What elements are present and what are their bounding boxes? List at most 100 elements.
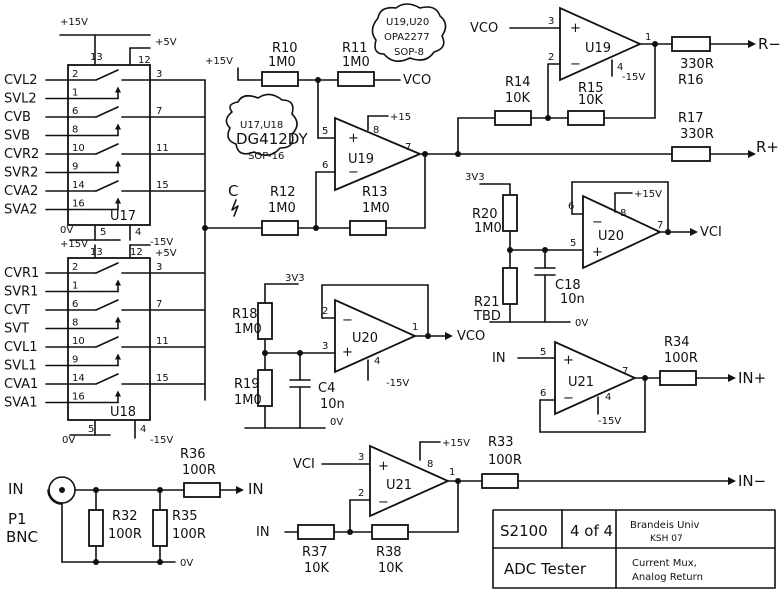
out-pin-number: 15: [156, 180, 169, 191]
r33-val: 100R: [488, 453, 522, 468]
r17: [671, 146, 711, 162]
out-pin-number: 7: [156, 299, 162, 310]
u17-name: U17: [110, 209, 136, 224]
r16-ref: R16: [678, 73, 704, 88]
r18-val: 1M0: [234, 322, 262, 337]
u21b-vplus-pin: +15V: [442, 438, 470, 449]
u20b-rail-label: 3V3: [285, 273, 305, 284]
u20a-plus: +: [592, 245, 603, 260]
u19b-plus: +: [348, 131, 359, 146]
r12-val: 1M0: [268, 201, 296, 216]
title-org: Brandeis Univ: [630, 520, 700, 531]
pin-number: 9: [72, 162, 78, 173]
u21b-pin3: 3: [358, 452, 364, 463]
u19a-minus: −: [570, 57, 581, 72]
u21a-plus: +: [563, 353, 574, 368]
title-author: KSH 07: [650, 534, 683, 544]
bnc-input: IN P1 BNC 0V R32 100R R35 100R R36 100R …: [6, 447, 264, 569]
u19a-pin4: 4: [617, 62, 623, 73]
u17-u18-note: U17,U18 DG412DY SOP-16: [225, 93, 309, 162]
u19a-plus: +: [570, 21, 581, 36]
u20a-pin7: 7: [657, 220, 663, 231]
r11-ref: R11: [342, 41, 368, 56]
pin-number: 2: [72, 262, 78, 273]
channel-label: CVR2: [4, 147, 39, 162]
u17-vl-label: +5V: [155, 37, 177, 48]
channel-label: CVL2: [4, 73, 37, 88]
r13-ref: R13: [362, 185, 388, 200]
r11-vco-net: VCO: [403, 73, 431, 88]
out-in-minus: IN−: [738, 472, 766, 490]
channel-label: SVB: [4, 129, 30, 144]
pin-number: 8: [72, 318, 78, 329]
channel-label: CVB: [4, 110, 31, 125]
u19a-body: [559, 6, 643, 82]
u19-note: U19,U20 OPA2277 SOP-8: [371, 3, 447, 62]
u20b-minus: −: [342, 313, 353, 328]
channel-label: SVT: [4, 322, 29, 337]
channel-label: SVA2: [4, 203, 37, 218]
u21b-vci-net: VCI: [293, 457, 315, 472]
u19b-vplus-label: +15V: [205, 56, 233, 67]
u21-in-minus-amp: VCI + − U21 3 2 8 1 +15V IN R37 10K R38 …: [256, 435, 766, 576]
u20a-rail-label: 3V3: [465, 172, 485, 183]
u21a-pin6: 6: [540, 388, 546, 399]
r35-val: 100R: [172, 527, 206, 542]
u18-name: U18: [110, 405, 136, 420]
u19a-pin3: 3: [548, 16, 554, 27]
u18-pin4: 4: [140, 424, 146, 435]
out-vci: VCI: [700, 225, 722, 240]
r15-ref: R15: [578, 81, 604, 96]
out-pin-number: 15: [156, 373, 169, 384]
u20b-name: U20: [352, 331, 378, 346]
r12-ref: R12: [270, 185, 296, 200]
u21a-pin4: 4: [605, 392, 611, 403]
r21-val: TBD: [473, 309, 501, 324]
out-r-minus: R−: [758, 35, 781, 53]
out-pin-number: 11: [156, 143, 169, 154]
u20a-pin6: 6: [568, 201, 574, 212]
bnc-type: BNC: [6, 528, 38, 546]
channel-label: SVR1: [4, 285, 38, 300]
u17-body: [67, 64, 151, 226]
u17-pin4: 4: [135, 227, 141, 238]
channel-label: SVR2: [4, 166, 38, 181]
r10-ref: R10: [272, 41, 298, 56]
r17-val: 330R: [680, 127, 714, 142]
title-project: S2100: [500, 522, 548, 540]
out-in-plus: IN+: [738, 369, 766, 387]
bnc-ref: P1: [8, 510, 27, 528]
u19a-vminus-pin: -15V: [622, 72, 645, 83]
r19-ref: R19: [234, 377, 260, 392]
u20a-vplus-pin: +15V: [634, 189, 662, 200]
u21-in-plus-buffer: IN + − U21 5 6 7 4 -15V R34 100R IN+: [492, 335, 766, 433]
u18-body: [67, 257, 151, 421]
u17-vminus-label: -15V: [150, 237, 173, 248]
u19a-pin2: 2: [548, 52, 554, 63]
r15-val: 10K: [578, 93, 604, 108]
r36-ref: R36: [180, 447, 206, 462]
u19-output-buffer: VCO + − U19 3 2 1 4 -15V 330R R16 R− R14…: [455, 6, 781, 162]
u20-vci-buffer: 3V3 R20 1M0 R21 TBD C18 10n 0V − + U20 6…: [465, 172, 722, 329]
u18-pin13: 13: [90, 247, 103, 258]
u17-u18-note-line3: SOP-16: [248, 151, 284, 162]
c18-val: 10n: [560, 292, 585, 307]
r37: [297, 524, 335, 540]
r15: [567, 110, 605, 126]
u18-vplus-label: +15V: [60, 239, 88, 250]
u19a-name: U19: [585, 41, 611, 56]
r34: [659, 370, 697, 386]
r10-val: 1M0: [268, 55, 296, 70]
u17-pin13: 13: [90, 52, 103, 63]
u17-gnd-label: 0V: [60, 225, 73, 236]
r11-val: 1M0: [342, 55, 370, 70]
u21b-plus: +: [378, 459, 389, 474]
u21a-pin5: 5: [540, 347, 546, 358]
